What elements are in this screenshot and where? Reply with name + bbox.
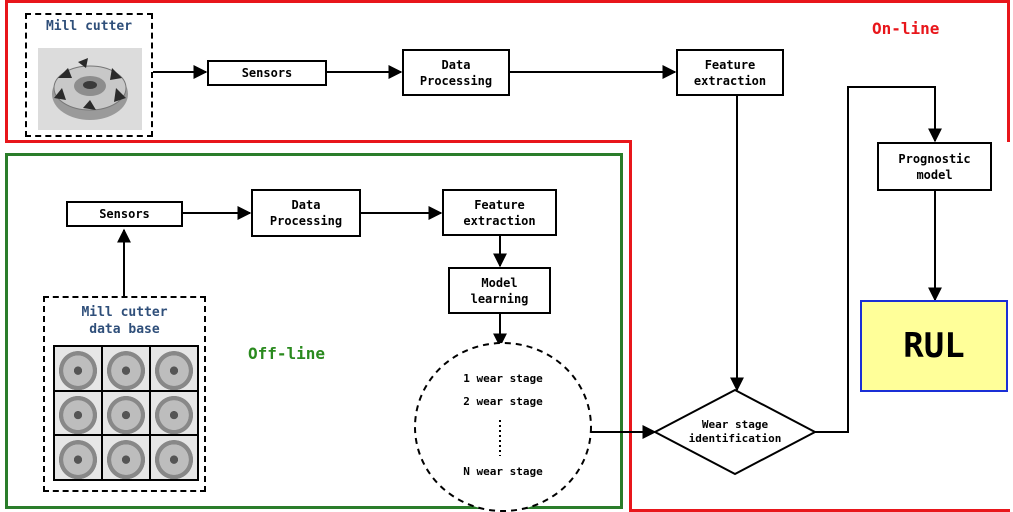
offline-label: Off-line xyxy=(248,344,326,363)
database-frame xyxy=(43,296,206,492)
offline-data-processing-box: Data Processing xyxy=(251,189,361,237)
wear-stage-1: 1 wear stage xyxy=(463,372,543,385)
online-data-processing-box: Data Processing xyxy=(402,49,510,96)
arrow-wearid-to-prognostic xyxy=(815,86,942,433)
online-region-right-lower xyxy=(629,140,632,512)
wear-stage-n: N wear stage xyxy=(463,465,543,478)
mill-cutter-icon xyxy=(38,48,142,130)
cutter-thumb-icon xyxy=(102,390,150,436)
cutter-thumb-icon xyxy=(54,390,102,436)
database-image-grid xyxy=(53,345,199,481)
online-sensors-box: Sensors xyxy=(207,60,327,86)
offline-region xyxy=(5,153,623,509)
prognostic-model-box: Prognostic model xyxy=(877,142,992,191)
wear-stage-identification-diamond xyxy=(652,388,818,476)
online-region-bottom-right xyxy=(629,509,1010,512)
cutter-thumb-icon xyxy=(102,346,150,391)
online-mill-cutter-label: Mill cutter xyxy=(45,19,133,34)
cutter-thumb-icon xyxy=(54,346,102,391)
online-feature-extraction-box: Feature extraction xyxy=(676,49,784,96)
cutter-thumb-icon xyxy=(54,435,102,480)
online-label: On-line xyxy=(872,19,940,38)
offline-feature-extraction-box: Feature extraction xyxy=(442,189,557,236)
offline-sensors-box: Sensors xyxy=(66,201,183,227)
wear-stage-2: 2 wear stage xyxy=(463,395,543,408)
model-learning-box: Model learning xyxy=(448,267,551,314)
online-mill-cutter-frame xyxy=(25,13,153,137)
cutter-thumb-icon xyxy=(150,435,198,480)
wear-stages-cluster xyxy=(414,342,592,512)
online-region-bottom-edge xyxy=(5,140,632,143)
rul-box: RUL xyxy=(860,300,1008,392)
wear-stage-identification-label: Wear stage identification xyxy=(688,418,782,445)
cutter-thumb-icon xyxy=(150,346,198,391)
cutter-thumb-icon xyxy=(150,390,198,436)
online-region xyxy=(5,0,1010,142)
database-label: Mill cutter data base xyxy=(81,305,168,337)
online-region-top-edge xyxy=(5,0,1010,3)
cutter-thumb-icon xyxy=(102,435,150,480)
